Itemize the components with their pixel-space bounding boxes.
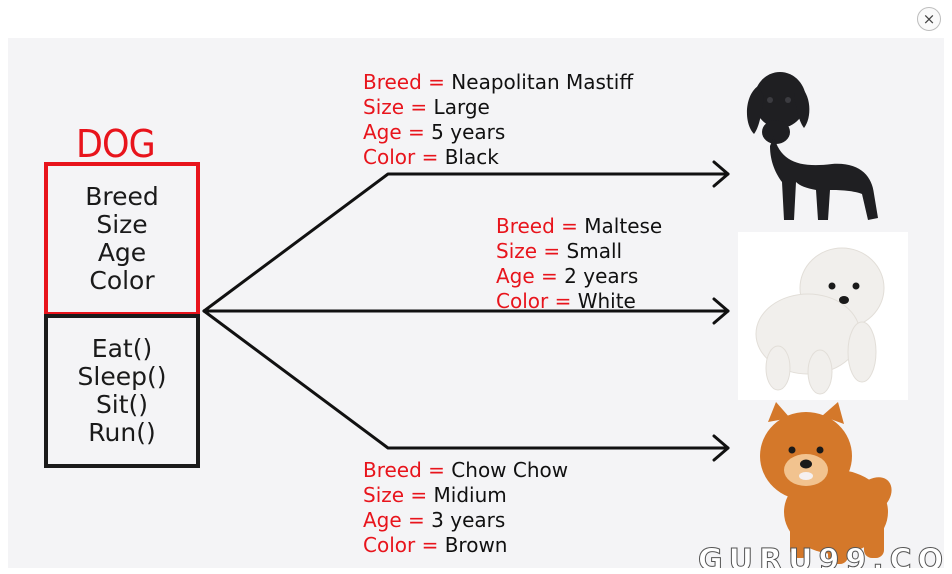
size-value: Small [566,239,623,263]
equals-sign: = [428,70,445,94]
age-value: 2 years [564,264,639,288]
method-sleep: Sleep() [77,362,167,391]
equals-sign: = [541,264,558,288]
method-sit: Sit() [95,390,149,419]
arrow-to-mastiff [202,172,730,313]
color-label: Color [496,289,549,313]
white-maltese-puppy-image [738,232,908,400]
equals-sign: = [410,95,428,119]
class-title: DOG [76,122,156,166]
black-mastiff-puppy-image [746,72,878,220]
breed-label: Breed [363,70,422,94]
age-value: 3 years [431,508,506,532]
method-run: Run() [88,418,156,447]
size-label: Size [363,95,405,119]
method-eat: Eat() [91,334,153,363]
color-value: Brown [444,533,508,557]
breed-label: Breed [363,458,422,482]
age-label: Age [363,508,402,532]
size-label: Size [363,483,405,507]
age-label: Age [496,264,535,288]
equals-sign: = [554,289,572,313]
breed-value: Maltese [584,214,663,238]
equals-sign: = [543,239,561,263]
instance-maltese-info: Breed = Maltese Size = Small Age = 2 yea… [496,214,662,314]
breed-label: Breed [496,214,555,238]
diagram-canvas: DOG Breed Size Age Color Eat() Sleep() S… [8,38,944,568]
attribute-breed: Breed [85,182,159,211]
attributes-box: Breed Size Age Color [44,162,200,316]
color-value: Black [444,145,499,169]
equals-sign: = [410,483,428,507]
equals-sign: = [421,145,439,169]
age-value: 5 years [431,120,506,144]
color-label: Color [363,145,416,169]
equals-sign: = [408,508,425,532]
color-value: White [577,289,636,313]
size-value: Midium [433,483,507,507]
equals-sign: = [428,458,445,482]
instance-chow-info: Breed = Chow Chow Size = Midium Age = 3 … [363,458,568,558]
methods-box: Eat() Sleep() Sit() Run() [44,314,200,468]
arrow-to-chow [202,309,730,450]
breed-value: Neapolitan Mastiff [451,70,634,94]
attribute-size: Size [96,210,148,239]
close-icon: × [922,10,936,28]
instance-arrows [202,160,730,462]
close-button[interactable]: × [917,7,941,31]
watermark-text: GURU99.CO [697,543,944,569]
color-label: Color [363,533,416,557]
brown-chow-chow-puppy-image [760,402,892,564]
size-value: Large [433,95,490,119]
instance-mastiff-info: Breed = Neapolitan Mastiff Size = Large … [363,70,633,170]
attribute-age: Age [97,238,147,267]
age-label: Age [363,120,402,144]
equals-sign: = [421,533,439,557]
breed-value: Chow Chow [451,458,569,482]
attribute-color: Color [89,266,155,295]
size-label: Size [496,239,538,263]
equals-sign: = [408,120,425,144]
equals-sign: = [561,214,578,238]
